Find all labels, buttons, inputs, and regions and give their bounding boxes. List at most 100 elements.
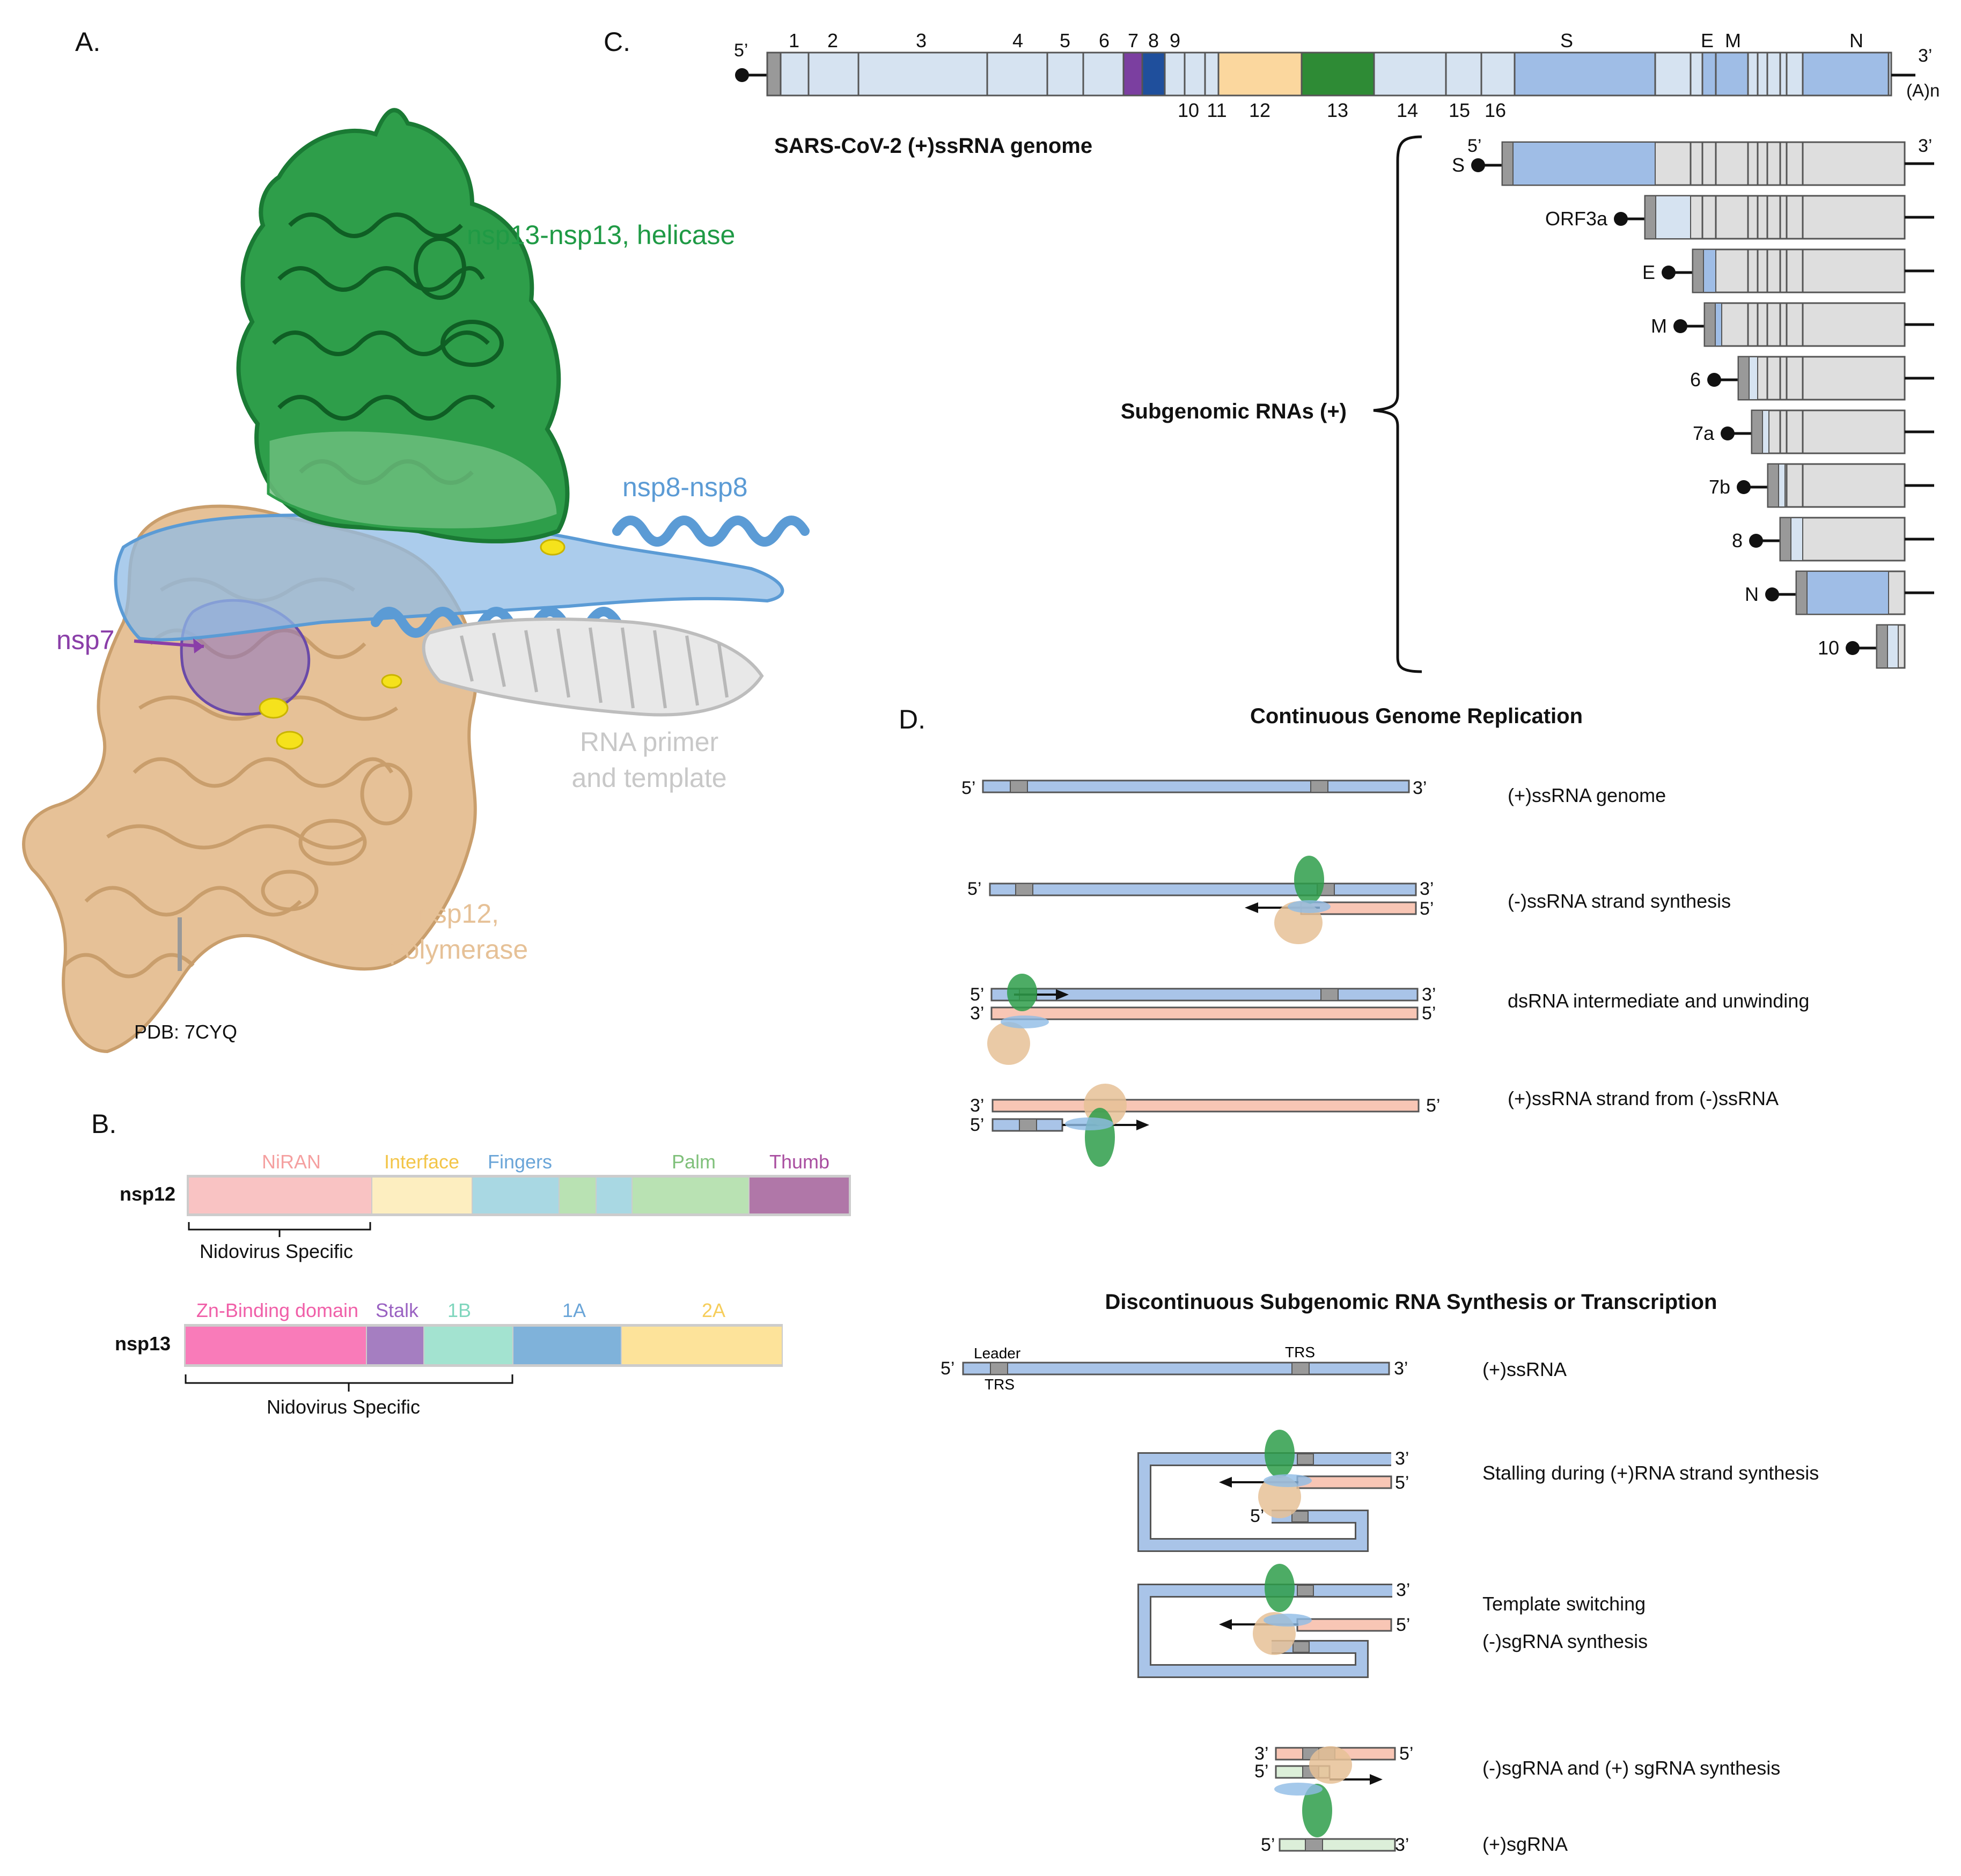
domain-segment xyxy=(367,1327,423,1364)
genome-segment xyxy=(1164,52,1186,97)
strand-5prime: 5’ xyxy=(961,778,975,798)
helicase-label: nsp13-nsp13, helicase xyxy=(467,220,735,250)
discontinuous-title: Discontinuous Subgenomic RNA Synthesis o… xyxy=(1105,1290,1717,1314)
continuous-step-1-label: (+)ssRNA genome xyxy=(1508,784,1666,806)
genome-segment xyxy=(1747,52,1759,97)
replication-complex-icon xyxy=(1274,1746,1352,1837)
subgenomic-brace xyxy=(1373,135,1422,673)
continuous-step-1: 5’ 3’ (+)ssRNA genome xyxy=(961,778,1666,806)
genome-5prime: 5’ xyxy=(734,40,748,61)
strand-5prime: 5’ xyxy=(1422,1003,1436,1024)
plus-strand xyxy=(990,988,1419,1002)
continuous-step-3-label: dsRNA intermediate and unwinding xyxy=(1508,990,1809,1012)
orf-segment xyxy=(1655,195,1691,239)
minus-strand xyxy=(991,1099,1420,1113)
nsp8-label: nsp8-nsp8 xyxy=(622,472,748,502)
genome-segment xyxy=(1184,52,1206,97)
subgenomic-label: E xyxy=(1642,261,1655,283)
structural-gene-label: M xyxy=(1725,30,1741,52)
rna-label-line1: RNA primer xyxy=(580,727,718,757)
orf-segment xyxy=(1512,142,1656,186)
nsp12-bracket xyxy=(188,1222,371,1237)
leader-trs-label: TRS xyxy=(985,1376,1015,1393)
unwinding-arrowhead xyxy=(1056,989,1069,1000)
plus-sg-strand xyxy=(1279,1838,1396,1852)
synthesis-arrowhead xyxy=(1136,1120,1149,1130)
genome-segment xyxy=(1786,52,1804,97)
subgenomic-label: N xyxy=(1745,583,1759,605)
leader-trs-box xyxy=(990,1362,1008,1375)
nsp13-name: nsp13 xyxy=(115,1333,171,1355)
strand-5prime: 5’ xyxy=(1395,1473,1409,1493)
panel-a: A. xyxy=(22,27,810,1054)
subgenomic-rna-row: 7b xyxy=(1709,463,1934,508)
domain-segment xyxy=(372,1178,472,1213)
panel-d: D. Continuous Genome Replication 5’ 3’ (… xyxy=(899,704,1819,1855)
replication-complex-icon xyxy=(1065,1084,1127,1167)
subgenomic-label: ORF3a xyxy=(1545,208,1608,230)
domain-label: NiRAN xyxy=(262,1151,321,1173)
orf-number: 14 xyxy=(1397,99,1418,121)
discontinuous-step-3-label: Template switching xyxy=(1482,1593,1646,1615)
strand-3prime: 3’ xyxy=(1395,1835,1409,1855)
domain-label: Stalk xyxy=(376,1299,419,1321)
genome-segment xyxy=(986,52,1048,97)
trs-box xyxy=(1305,1838,1323,1851)
orf-number: 8 xyxy=(1148,30,1159,52)
orf-segment xyxy=(1703,249,1716,293)
minus-strand xyxy=(990,1006,1419,1020)
leader-segment xyxy=(1644,195,1656,239)
orf-number: 13 xyxy=(1327,99,1348,121)
genome-segment xyxy=(1701,52,1717,97)
continuous-step-2: 5’ 3’ 5’ (-)ssRNA strand synthesis xyxy=(967,856,1731,944)
orf-number: 4 xyxy=(1012,30,1023,52)
strand-5prime: 5’ xyxy=(970,1115,984,1135)
panel-c-letter: C. xyxy=(604,27,630,57)
genome-segment xyxy=(1802,52,1890,97)
strand-5prime: 5’ xyxy=(1396,1615,1410,1635)
domain-segment xyxy=(189,1178,371,1213)
subgenomic-3prime: 3’ xyxy=(1918,136,1932,156)
subgenomic-title: Subgenomic RNAs (+) xyxy=(1121,400,1347,423)
orf-number: 7 xyxy=(1128,30,1139,52)
genome-segment xyxy=(1757,52,1768,97)
domain-segment xyxy=(750,1178,849,1213)
rna-label-line2: and template xyxy=(571,763,726,793)
genome-segment xyxy=(766,52,782,97)
minus-strand xyxy=(1296,1475,1392,1489)
genome-segment xyxy=(1122,52,1143,97)
orf-segment xyxy=(1778,464,1786,507)
orf-number: 9 xyxy=(1170,30,1180,52)
subgenomic-rna-row: 8 xyxy=(1732,517,1934,562)
strand-3prime: 3’ xyxy=(1395,1448,1409,1469)
domain-segment xyxy=(424,1327,512,1364)
domain-segment xyxy=(633,1178,748,1213)
discontinuous-step-1: 5’ 3’ Leader TRS TRS (+)ssRNA xyxy=(941,1344,1567,1393)
rna-duplex-rungs xyxy=(460,627,729,709)
trs-box xyxy=(1320,988,1339,1001)
strand-5prime: 5’ xyxy=(1250,1506,1264,1526)
subgenomic-rna-row: M xyxy=(1651,302,1934,347)
strand-5prime: 5’ xyxy=(1399,1743,1413,1764)
strand-5prime: 5’ xyxy=(1254,1761,1268,1782)
replication-complex-icon xyxy=(987,974,1049,1065)
domain-segment xyxy=(597,1178,631,1213)
genome-segment xyxy=(1654,52,1692,97)
leader-segment xyxy=(1692,249,1704,293)
genome-segment xyxy=(1887,52,1892,97)
domain-label: Palm xyxy=(672,1151,716,1173)
strand-3prime: 3’ xyxy=(1396,1580,1410,1600)
ligand-highlights xyxy=(259,539,565,750)
domain-label: Fingers xyxy=(488,1151,552,1173)
genome-segment xyxy=(1082,52,1125,97)
genome-bar xyxy=(766,52,1892,97)
trs-box xyxy=(1292,1641,1310,1653)
trs-box xyxy=(1010,780,1028,793)
discontinuous-step-4-label: (-)sgRNA synthesis xyxy=(1482,1630,1648,1652)
continuous-title: Continuous Genome Replication xyxy=(1250,704,1583,728)
strand-5prime: 5’ xyxy=(970,984,984,1005)
